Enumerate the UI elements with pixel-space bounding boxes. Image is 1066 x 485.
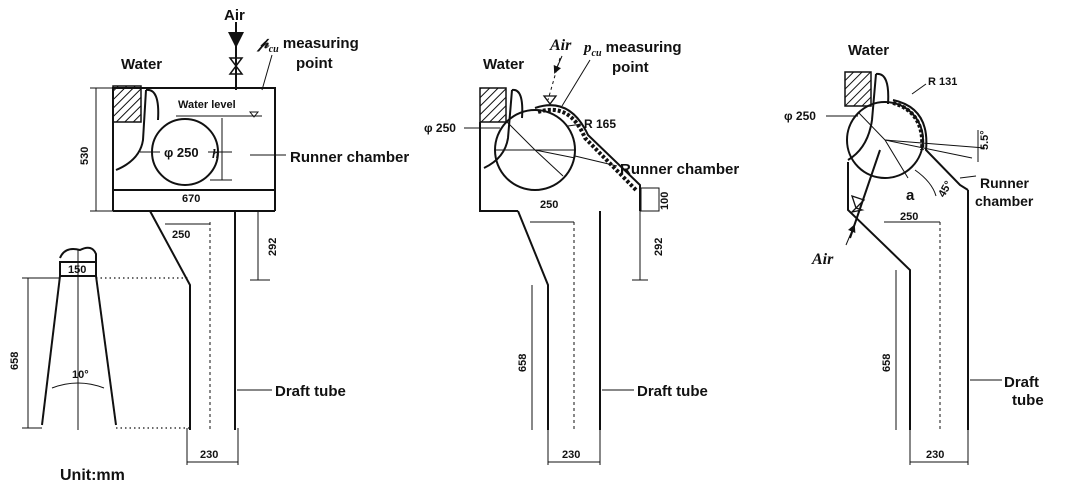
nozzle-block: [479, 87, 507, 123]
side-view-top: [59, 246, 97, 262]
nozzle-block: [112, 85, 142, 123]
dim-658: 658: [517, 354, 529, 372]
radius-label: R 131: [928, 76, 957, 88]
dim-150: 150: [68, 264, 86, 276]
water-label: Water: [121, 56, 162, 73]
runner-chamber-label: Runner chamber: [290, 149, 409, 166]
runner-chamber-label: Runner chamber: [620, 161, 739, 178]
measuring-point-label-2: point: [296, 55, 333, 72]
measuring-point-label: pcu measuring: [582, 39, 682, 59]
draft-tube-left: [517, 210, 549, 430]
chamber-label: chamber: [975, 193, 1034, 209]
runner-diameter: φ 250: [424, 121, 456, 135]
dim-292: 292: [267, 238, 279, 256]
dim-250: 250: [900, 211, 918, 223]
measuring-point-label-2: point: [612, 59, 649, 76]
angle-45: 45°: [936, 179, 955, 199]
draft-label: Draft: [1004, 374, 1039, 391]
radius-label: R 165: [584, 117, 616, 131]
dim-292: 292: [653, 238, 665, 256]
measuring-point-label: 𝓅cu measuring: [256, 35, 359, 55]
nozzle-block: [844, 71, 872, 107]
alpha-label: a: [906, 187, 915, 204]
draft-tube-label: Draft tube: [637, 383, 708, 400]
housing-curve: [892, 99, 969, 191]
draft-tube-left: [149, 210, 191, 430]
angle-55: 5.5°: [979, 130, 991, 150]
water-label: Water: [848, 42, 889, 59]
valve-icon: [542, 95, 558, 106]
runner-diameter: φ 250: [164, 145, 199, 160]
dim-230: 230: [200, 449, 218, 461]
draft-tube-left: [847, 162, 911, 430]
air-label: Air: [224, 7, 245, 24]
water-label: Water: [483, 56, 524, 73]
air-label: Air: [811, 251, 834, 268]
figure-3: Water φ 250 R 131 5.5° a 45° Air Runner …: [784, 42, 1044, 465]
tube-label: tube: [1012, 392, 1044, 409]
dim-658: 658: [9, 352, 21, 370]
draft-tube-label: Draft tube: [275, 383, 346, 400]
air-label: Air: [549, 37, 572, 54]
runner-diameter: φ 250: [784, 109, 816, 123]
figure-2: Water Air pcu measuring point φ 250 R 16…: [424, 37, 739, 465]
h-label: h: [212, 146, 219, 161]
runner-label: Runner: [980, 175, 1030, 191]
figure-1: Air 𝓅cu measuring point Water Water leve…: [9, 7, 409, 484]
dim-250: 250: [172, 229, 190, 241]
water-level-label: Water level: [178, 99, 236, 111]
dim-658: 658: [881, 354, 893, 372]
dim-100: 100: [659, 192, 671, 210]
dim-250: 250: [540, 199, 558, 211]
dim-230: 230: [926, 449, 944, 461]
unit-label: Unit:mm: [60, 467, 125, 484]
valve-icon: [228, 57, 244, 75]
dim-230: 230: [562, 449, 580, 461]
dim-670: 670: [182, 193, 200, 205]
air-pipe: [849, 149, 881, 239]
housing-curve: [534, 104, 641, 211]
dim-530: 530: [79, 147, 91, 165]
angle-10: 10°: [72, 369, 89, 381]
valve-icon: [850, 194, 866, 214]
